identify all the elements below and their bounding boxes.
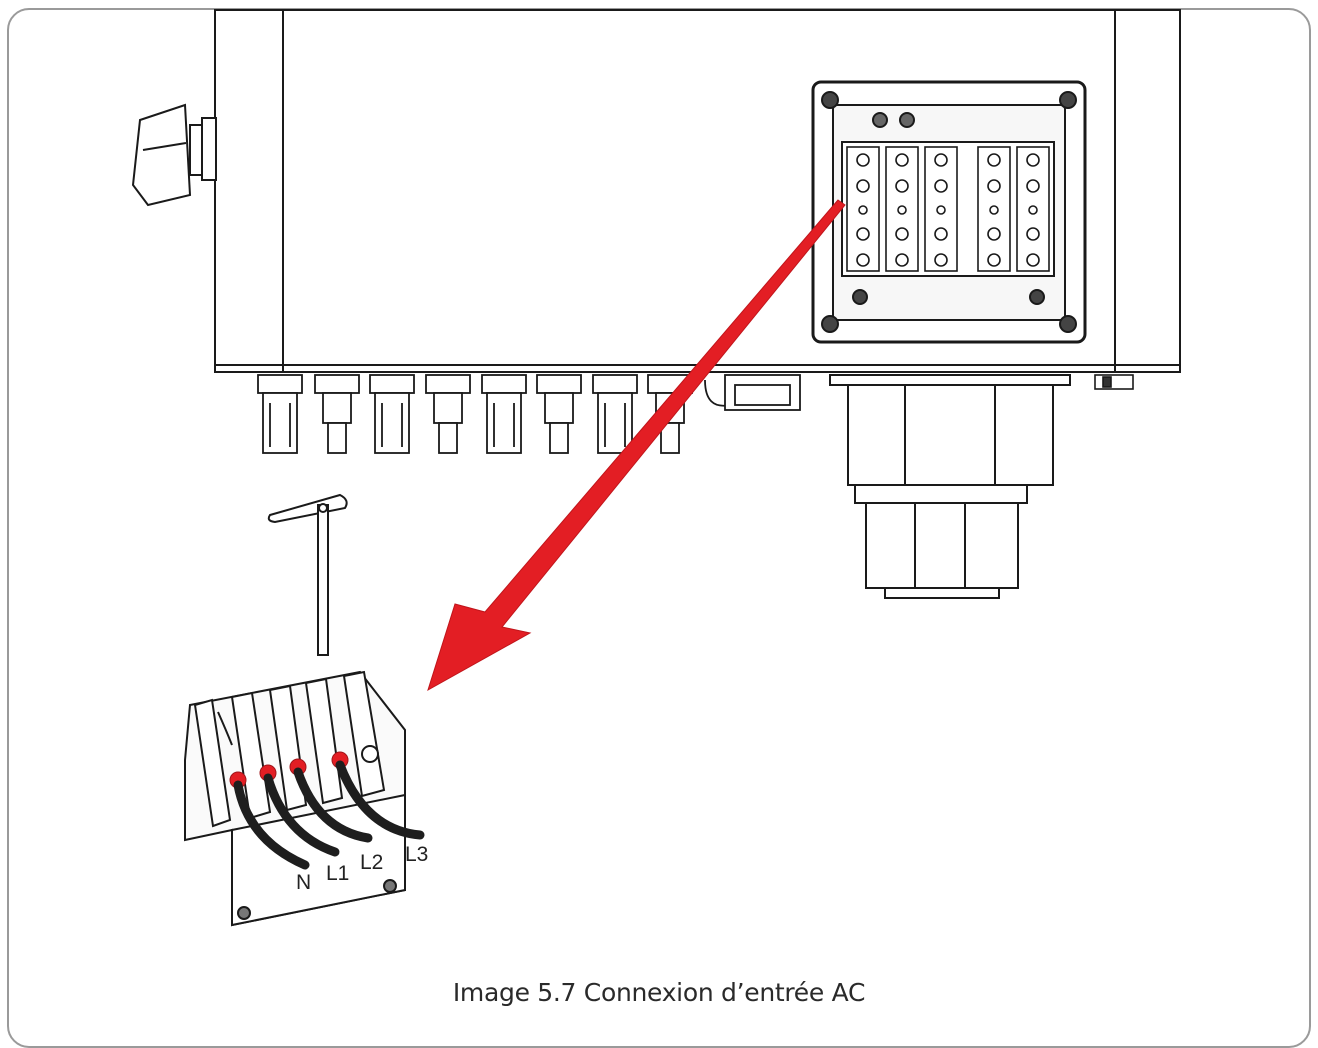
wire-l1 [263,773,340,857]
hex-key-icon [267,493,348,656]
wire-l3 [335,760,425,840]
ac-wires [233,760,425,870]
terminal-slot [304,677,344,805]
dc-switch-knob-icon [131,103,217,207]
ac-terminal-block [184,670,406,927]
ac-cable-gland-icon [829,374,1071,599]
terminal-slot [193,698,233,828]
terminal-column [846,146,880,272]
figure-caption: Image 5.7 Connexion d’entrée AC [452,978,866,1007]
dc-connector [425,374,471,454]
ac-terminal-box [811,80,1087,344]
dc-connector [536,374,582,454]
dc-connector [592,374,638,454]
wire-n [233,780,310,870]
wire-label-l3: L3 [405,843,428,866]
terminal-column [924,146,958,272]
terminal-screw [361,745,379,763]
dc-connector [481,374,527,454]
wire-label-n: N [296,871,311,894]
terminal-column [1016,146,1050,272]
dc-connectors [257,374,693,454]
dc-connector [314,374,360,454]
dc-connector [257,374,303,454]
terminal-slot [342,670,386,798]
terminal-column [977,146,1011,272]
communication-port-icon [704,374,801,411]
ground-terminal-icon [1094,374,1134,390]
wire-l2 [293,767,373,843]
wire-label-l2: L2 [360,851,383,874]
zoom-arrow-icon [427,199,846,692]
wire-label-l1: L1 [326,862,349,885]
terminal-column [885,146,919,272]
dc-connector [369,374,415,454]
